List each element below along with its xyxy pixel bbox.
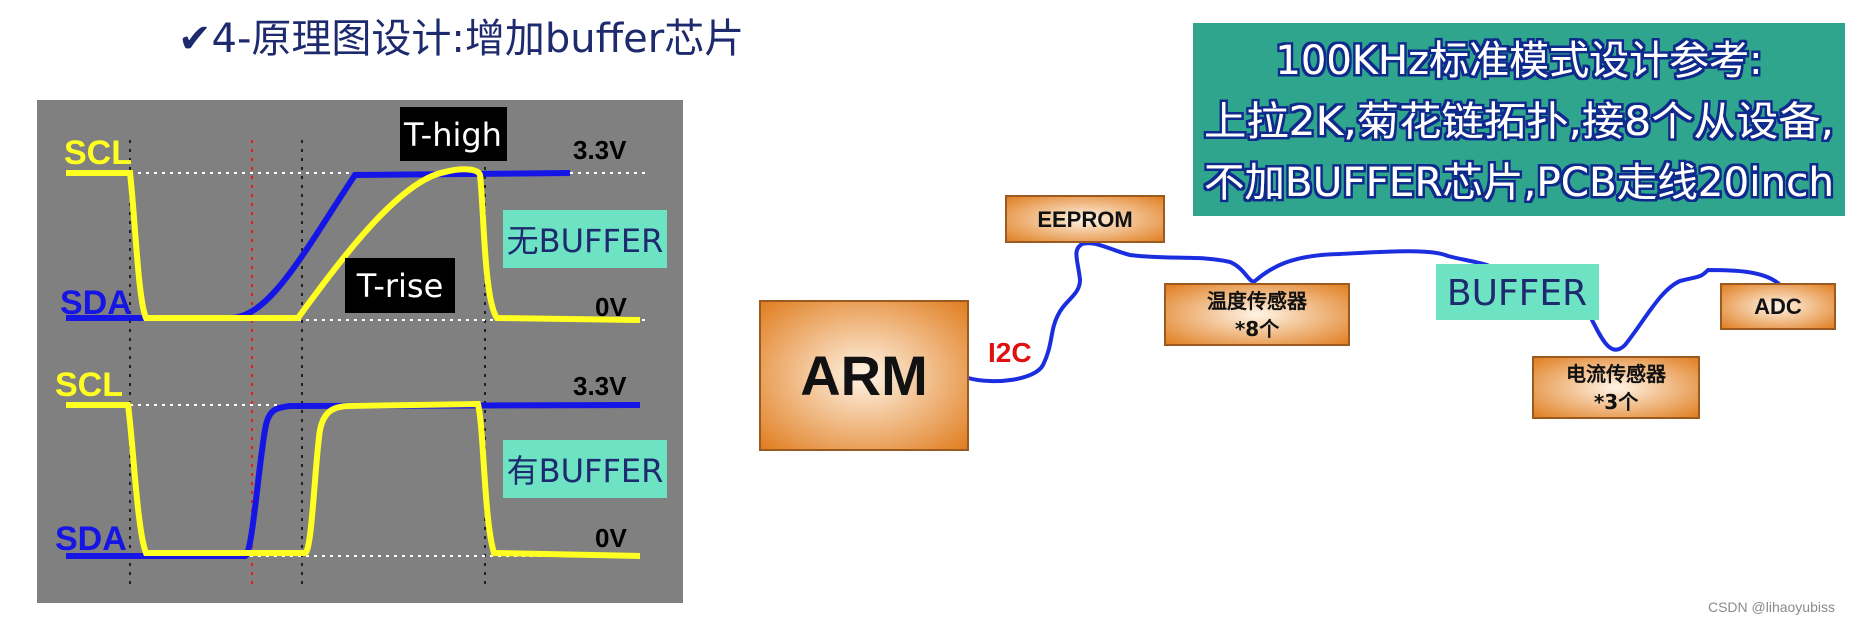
voltage-high-label-bottom: 3.3V [573,371,627,401]
page-title: ✔4-原理图设计:增加buffer芯片 [178,16,744,62]
scope-top-panel: SCL SDA 3.3V 0V T-high T-rise 无BUFFER [60,107,667,323]
eeprom-label: EEPROM [1037,207,1132,232]
with-buffer-badge: 有BUFFER [507,452,664,490]
i2c-bus-line [966,241,1782,384]
voltage-high-label-top: 3.3V [573,135,627,165]
voltage-low-label-bottom: 0V [595,523,627,553]
t-rise-label: T-rise [356,267,444,305]
oscilloscope-panel: SCL SDA 3.3V 0V T-high T-rise 无BUFFER SC… [37,100,683,603]
current-sensor-label: 电流传感器 [1566,362,1667,386]
scl-label-top: SCL [64,134,132,172]
t-high-label: T-high [403,116,502,154]
note-line-1: 100KHz标准模式设计参考: [1275,38,1762,84]
sda-trace-fast [66,402,641,559]
note-line-3: 不加BUFFER芯片,PCB走线20inch [1204,160,1834,206]
scl-trace-slow [66,166,641,323]
eeprom-box [1005,195,1165,243]
scope-bottom-panel: SCL SDA 3.3V 0V 有BUFFER [55,366,667,559]
no-buffer-badge-bg [503,210,667,268]
t-high-label-bg [400,107,507,161]
i2c-topology: ARM I2C EEPROM 温度传感器 *8个 BUFFER 电流传感器 *3… [759,195,1836,451]
buffer-box [1436,264,1599,320]
sda-label-top: SDA [60,284,132,322]
t-rise-label-bg [345,258,455,313]
adc-label: ADC [1754,294,1802,319]
arm-label: ARM [800,344,928,407]
sda-label-bottom: SDA [55,520,127,558]
i2c-label: I2C [988,337,1032,368]
note-background [1193,23,1845,216]
current-sensor-count: *3个 [1594,390,1639,414]
adc-box [1720,283,1836,330]
scl-label-bottom: SCL [55,366,123,404]
with-buffer-badge-bg [503,440,667,498]
temp-sensor-count: *8个 [1235,317,1280,341]
scope-background [37,100,683,603]
design-note: 100KHz标准模式设计参考: 上拉2K,菊花链拓扑,接8个从设备, 不加BUF… [1193,23,1845,216]
temp-sensor-label: 温度传感器 [1207,289,1308,313]
no-buffer-badge: 无BUFFER [507,222,664,260]
buffer-label: BUFFER [1447,273,1587,314]
arm-box [759,300,969,451]
voltage-low-label-top: 0V [595,292,627,322]
current-sensor-box [1532,356,1700,419]
watermark: CSDN @lihaoyubiss [1707,599,1835,615]
temp-sensor-box [1164,283,1350,346]
note-line-2: 上拉2K,菊花链拓扑,接8个从设备, [1204,99,1834,145]
scl-trace-fast [66,400,641,559]
